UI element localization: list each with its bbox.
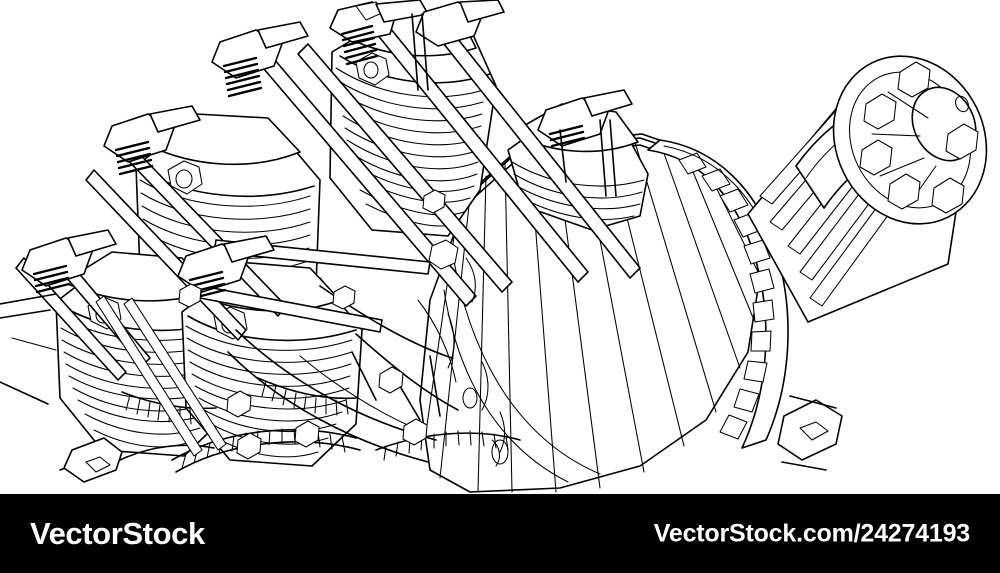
support-braces bbox=[0, 293, 227, 457]
rocker-top-right bbox=[415, 0, 505, 47]
vectorstock-brand-label: VectorStock bbox=[30, 515, 205, 551]
vectorstock-url-label: VectorStock.com/24274193 bbox=[653, 519, 970, 547]
rocker-left-mid bbox=[103, 105, 201, 176]
rocker-lower-left bbox=[177, 235, 275, 300]
propeller-hub bbox=[832, 55, 988, 225]
cone-surface-details bbox=[428, 239, 509, 467]
rocker-top-center bbox=[329, 0, 429, 66]
valve-spring-4 bbox=[32, 264, 71, 294]
watermark-footer: VectorStock VectorStock.com/24274193 bbox=[0, 494, 1000, 573]
engine-mounts bbox=[63, 395, 843, 483]
cylinder-right-rear bbox=[507, 103, 649, 231]
valve-spring-3 bbox=[114, 140, 154, 176]
valve-spring-2 bbox=[222, 56, 263, 98]
valve-spring-6 bbox=[548, 124, 586, 148]
pushrod-tubes bbox=[15, 13, 641, 381]
engine-vector-art bbox=[0, 0, 988, 493]
rocker-upper-left bbox=[211, 21, 309, 98]
rocker-far-left bbox=[21, 229, 117, 294]
hub-hex-bolts bbox=[859, 61, 979, 214]
engine-illustration bbox=[0, 0, 988, 493]
flange-bolt-slots bbox=[678, 152, 775, 440]
rocker-right bbox=[537, 89, 633, 148]
hex-bolts bbox=[178, 189, 446, 460]
valve-spring-1 bbox=[340, 24, 379, 66]
rocker-assemblies bbox=[21, 0, 633, 300]
thin-rods bbox=[411, 13, 617, 197]
